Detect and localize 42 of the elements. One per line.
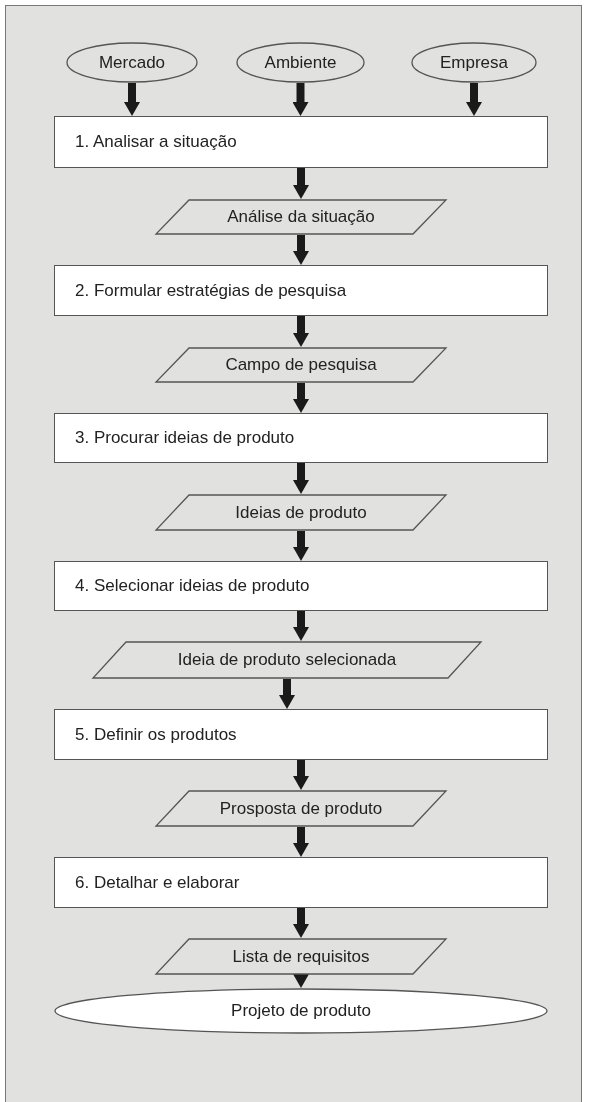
node-label: 6. Detalhar e elaborar [75, 872, 240, 893]
node-label: 5. Definir os produtos [75, 724, 237, 745]
node-label: 1. Analisar a situação [75, 132, 237, 152]
data-parallelogram [92, 641, 482, 679]
node-label: Análise da situação [227, 207, 375, 227]
arrow [292, 83, 309, 116]
arrow [293, 383, 309, 413]
node-label: Mercado [98, 52, 166, 73]
node-label: 2. Formular estratégias de pesquisa [75, 280, 347, 301]
terminal-ellipse [54, 988, 548, 1034]
terminal-ellipse [411, 42, 537, 83]
arrow [124, 83, 140, 116]
process-box [54, 857, 548, 908]
arrow [293, 827, 309, 857]
arrow [293, 974, 309, 988]
node-label: 4. Selecionar ideias de produto [75, 576, 310, 596]
arrow [293, 611, 309, 641]
node-label: Projeto de produto [231, 1001, 371, 1021]
arrow [293, 908, 309, 938]
process-box [54, 709, 548, 760]
node-label: Prosposta de produto [219, 798, 383, 819]
process-box [54, 265, 548, 316]
arrow [293, 235, 309, 265]
node-label: Ideias de produto [235, 502, 367, 523]
node-label: Empresa [440, 52, 508, 73]
arrow [293, 531, 309, 561]
process-box [54, 116, 548, 168]
node-label: Lista de requisitos [232, 946, 370, 967]
terminal-ellipse [236, 42, 365, 83]
terminal-ellipse [66, 42, 198, 83]
node-label: Ambiente [264, 52, 337, 73]
arrow [293, 168, 309, 199]
node-label: Ideia de produto selecionada [177, 650, 397, 670]
node-label: Campo de pesquisa [225, 355, 377, 375]
arrow [279, 679, 295, 709]
arrow [466, 83, 482, 116]
node-label: 3. Procurar ideias de produto [75, 428, 295, 448]
arrow [293, 463, 309, 494]
arrow [293, 316, 309, 347]
process-box [54, 413, 548, 463]
process-box [54, 561, 548, 611]
arrow [293, 760, 309, 790]
